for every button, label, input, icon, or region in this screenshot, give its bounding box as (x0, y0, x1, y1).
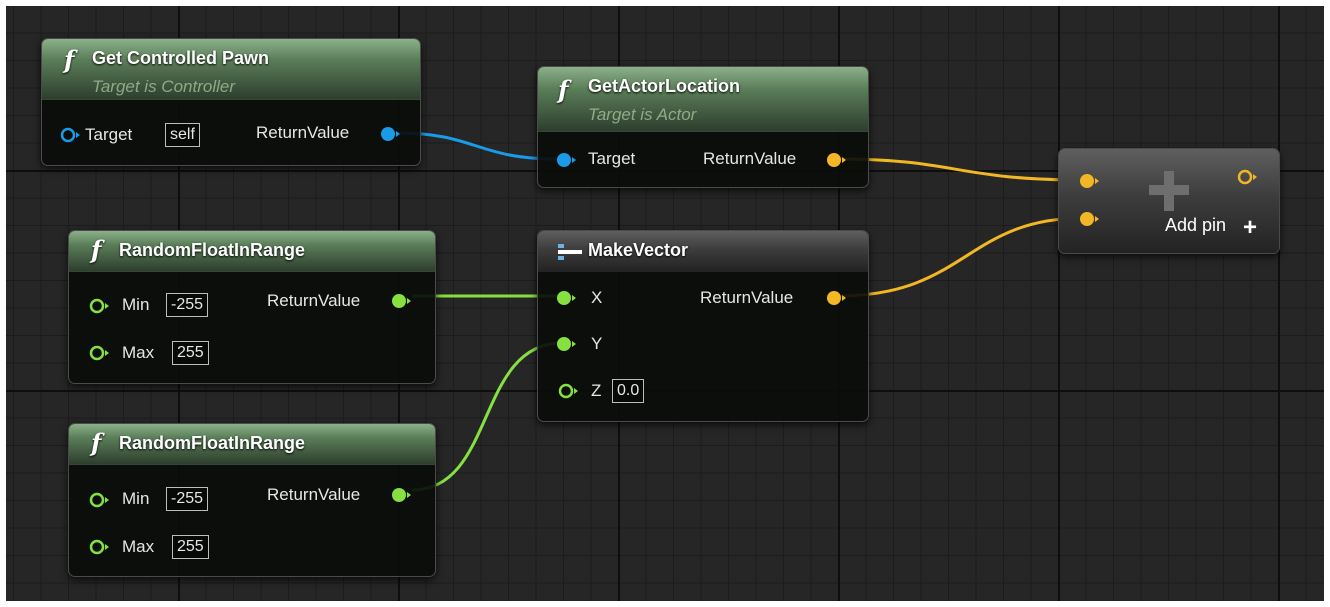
pin-label: Target (85, 125, 133, 144)
pin-label: Y (591, 334, 603, 353)
node-get-controlled-pawn[interactable]: f Get Controlled Pawn Target is Controll… (41, 38, 421, 166)
function-icon: f (64, 45, 75, 74)
pin-label: Max (122, 343, 155, 362)
pin-label: Min (122, 489, 150, 508)
function-icon: f (91, 428, 102, 457)
make-struct-icon (556, 242, 584, 262)
return-vector-pin[interactable] (826, 290, 848, 306)
node-get-actor-location[interactable]: f GetActorLocation Target is Actor Targe… (537, 66, 869, 188)
function-icon: f (91, 235, 102, 264)
wires-layer (397, 131, 1085, 492)
node-header (538, 231, 868, 272)
min-value-field[interactable]: -255 (166, 293, 209, 317)
x-float-pin[interactable] (556, 290, 578, 306)
node-title: RandomFloatInRange (119, 433, 306, 453)
node-title: GetActorLocation (588, 76, 741, 96)
min-value-field[interactable]: -255 (166, 487, 209, 511)
pin-label: Z (591, 381, 602, 400)
wire-vector-make[interactable] (837, 216, 1085, 298)
node-title: Get Controlled Pawn (92, 48, 270, 68)
node-header (69, 424, 435, 465)
pin-label: ReturnValue (256, 123, 350, 142)
max-float-pin[interactable] (89, 539, 111, 555)
node-header (538, 67, 868, 132)
pin-label: ReturnValue (700, 288, 794, 307)
target-object-pin[interactable] (60, 127, 82, 143)
return-object-pin[interactable] (380, 126, 402, 142)
max-value-field[interactable]: 255 (172, 341, 209, 365)
node-random-float-in-range-2[interactable]: f RandomFloatInRange Min -255 ReturnValu… (68, 423, 436, 577)
blueprint-graph-canvas[interactable]: f Get Controlled Pawn Target is Controll… (6, 6, 1324, 601)
node-header (69, 231, 435, 272)
wire-object[interactable] (397, 131, 559, 161)
return-float-pin[interactable] (391, 487, 413, 503)
pin-label: ReturnValue (703, 149, 797, 168)
node-title: RandomFloatInRange (119, 240, 306, 260)
add-pin-button[interactable]: Add pin (1165, 215, 1227, 235)
z-float-pin[interactable] (558, 383, 580, 399)
target-object-pin[interactable] (556, 152, 578, 168)
input-a-vector-pin[interactable] (1079, 173, 1101, 189)
min-float-pin[interactable] (89, 492, 111, 508)
function-icon: f (558, 75, 569, 104)
pin-label: Target (588, 149, 636, 168)
wire-float-y[interactable] (411, 341, 563, 492)
node-subtitle: Target is Actor (588, 105, 697, 124)
min-float-pin[interactable] (89, 298, 111, 314)
max-value-field[interactable]: 255 (172, 535, 209, 559)
wire-vector-location[interactable] (837, 157, 1085, 182)
y-float-pin[interactable] (556, 336, 578, 352)
node-make-vector[interactable]: MakeVector X ReturnValue Y Z 0.0 (537, 230, 869, 422)
pin-label: X (591, 288, 603, 307)
add-pin-plus-icon[interactable]: + (1243, 214, 1258, 241)
return-float-pin[interactable] (391, 293, 413, 309)
add-icon (1149, 171, 1189, 211)
z-value-field[interactable]: 0.0 (612, 379, 645, 403)
node-add[interactable]: Add pin + (1058, 148, 1280, 254)
input-b-vector-pin[interactable] (1079, 211, 1101, 227)
node-subtitle: Target is Controller (92, 77, 235, 96)
target-value-field[interactable]: self (165, 123, 200, 147)
pin-label: ReturnValue (267, 485, 361, 504)
pin-label: Max (122, 537, 155, 556)
node-header (42, 39, 420, 100)
return-vector-pin[interactable] (826, 152, 848, 168)
pin-label: ReturnValue (267, 291, 361, 310)
output-vector-pin[interactable] (1237, 169, 1259, 185)
node-random-float-in-range-1[interactable]: f RandomFloatInRange Min -255 ReturnValu… (68, 230, 436, 384)
node-title: MakeVector (588, 240, 689, 260)
max-float-pin[interactable] (89, 345, 111, 361)
pin-label: Min (122, 295, 150, 314)
